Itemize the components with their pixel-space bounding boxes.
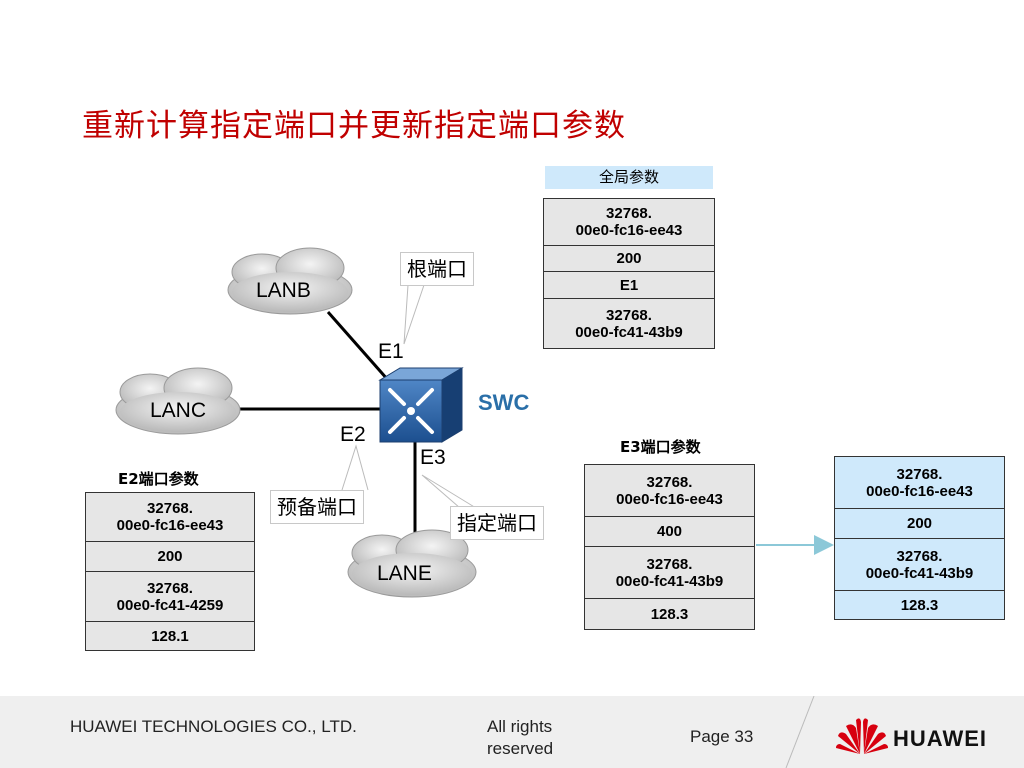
global-params-header: 全局参数 <box>545 166 713 189</box>
cloud-lanb <box>227 247 353 315</box>
e2-params-table: 32768.00e0-fc16-ee43 200 32768.00e0-fc41… <box>85 492 255 651</box>
cloud-lanc <box>115 367 241 435</box>
table-row: 128.1 <box>86 622 254 650</box>
table-row: 32768.00e0-fc41-43b9 <box>585 547 754 599</box>
callout-backup-port: 预备端口 <box>270 490 364 524</box>
callout-root-port: 根端口 <box>400 252 474 286</box>
callout-pointer-backup <box>341 444 369 491</box>
switch-label: SWC <box>478 390 530 415</box>
huawei-logo-icon <box>836 718 888 754</box>
callout-pointer-designated <box>421 474 477 509</box>
e3-updated-params-table: 32768.00e0-fc16-ee43 200 32768.00e0-fc41… <box>834 456 1005 620</box>
table-row: 200 <box>544 246 714 272</box>
table-row: 128.3 <box>835 591 1004 619</box>
table-row: 32768.00e0-fc41-43b9 <box>544 299 714 348</box>
link-lanb-swc <box>326 311 390 381</box>
footer-company: HUAWEI TECHNOLOGIES CO., LTD. <box>70 717 357 736</box>
cloud-label-lanb: LANB <box>256 279 311 302</box>
cloud-lane <box>347 529 477 598</box>
e3-params-header: E3端口参数 <box>620 438 701 456</box>
table-row: E1 <box>544 272 714 299</box>
footer-rights: All rights reserved <box>487 717 554 758</box>
table-row: 32768.00e0-fc16-ee43 <box>835 457 1004 509</box>
callout-designated-port: 指定端口 <box>450 506 544 540</box>
switch-icon <box>378 367 464 443</box>
cloud-label-lane: LANE <box>377 562 432 585</box>
table-row: 32768.00e0-fc41-43b9 <box>835 539 1004 591</box>
table-row: 128.3 <box>585 599 754 629</box>
table-row: 400 <box>585 517 754 547</box>
callout-pointer-root <box>403 284 425 345</box>
footer-brand: HUAWEI <box>893 726 987 751</box>
port-label-e2: E2 <box>340 423 366 446</box>
cloud-label-lanc: LANC <box>150 399 207 422</box>
slide-title: 重新计算指定端口并更新指定端口参数 <box>82 108 626 144</box>
page-number: Page 33 <box>690 727 754 746</box>
footer-divider <box>785 696 815 768</box>
table-row: 32768.00e0-fc16-ee43 <box>585 465 754 517</box>
global-params-table: 32768.00e0-fc16-ee43 200 E1 32768.00e0-f… <box>543 198 715 349</box>
table-row: 32768.00e0-fc16-ee43 <box>544 199 714 246</box>
table-row: 200 <box>835 509 1004 539</box>
table-row: 200 <box>86 542 254 572</box>
port-label-e1: E1 <box>378 340 404 363</box>
e2-params-header: E2端口参数 <box>118 470 199 488</box>
table-row: 32768.00e0-fc16-ee43 <box>86 493 254 542</box>
port-label-e3: E3 <box>420 446 446 469</box>
e3-params-table: 32768.00e0-fc16-ee43 400 32768.00e0-fc41… <box>584 464 755 630</box>
table-row: 32768.00e0-fc41-4259 <box>86 572 254 622</box>
